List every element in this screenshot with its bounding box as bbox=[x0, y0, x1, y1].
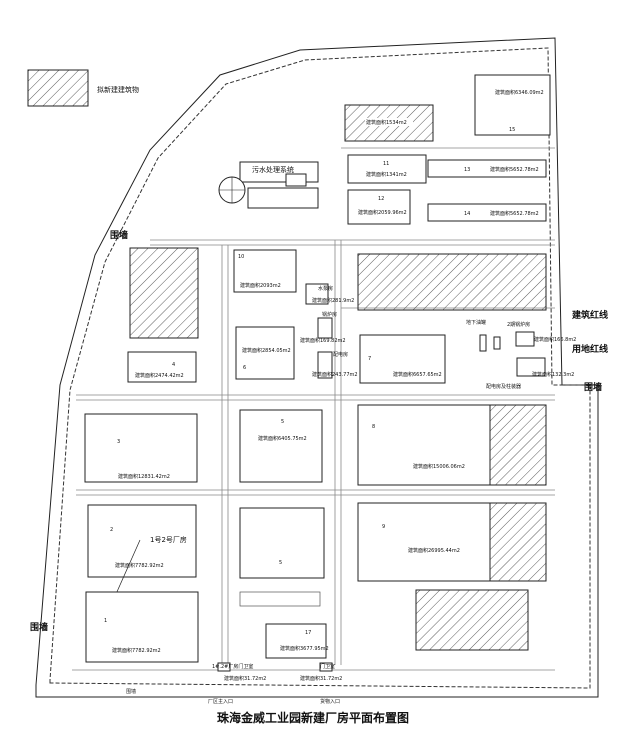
fence-label-bottom-left: 围墙 bbox=[30, 621, 48, 633]
building-12 bbox=[347, 189, 411, 225]
legend-hatch-swatch bbox=[27, 69, 89, 107]
building-10 bbox=[233, 249, 297, 293]
building-4 bbox=[127, 351, 197, 383]
building-14-no: 14 bbox=[464, 211, 470, 217]
building-2-caption: 1号2号厂房 bbox=[150, 535, 187, 544]
building-2-no: 2 bbox=[110, 527, 113, 533]
building-15-area: 建筑面积6346.09m2 bbox=[495, 89, 544, 96]
building-6-area: 建筑面积2854.05m2 bbox=[242, 347, 291, 354]
building-18-area: 建筑面积281.9m2 bbox=[312, 297, 354, 304]
building-4-area: 建筑面积2474.42m2 bbox=[135, 372, 184, 379]
distribution-room bbox=[317, 351, 333, 379]
building-5-lower-note: 5 bbox=[279, 560, 282, 566]
building-4-hatched bbox=[129, 247, 199, 339]
building-6-no: 6 bbox=[243, 365, 246, 371]
tank-2 bbox=[493, 336, 501, 350]
substation-label: 配电房及柱装器 bbox=[486, 383, 521, 390]
building-13-no: 13 bbox=[464, 167, 470, 173]
building-10-area: 建筑面积2093m2 bbox=[240, 282, 281, 289]
underground-tank bbox=[479, 334, 487, 352]
building-7-no: 7 bbox=[368, 356, 371, 362]
building-16-area: 建筑面积1534m2 bbox=[366, 119, 407, 126]
building-large-hatched bbox=[357, 253, 547, 311]
boiler-label: 锅炉房 bbox=[322, 311, 337, 318]
distribution-label: 配电房 bbox=[333, 351, 348, 358]
land-red-line bbox=[35, 37, 599, 698]
building-7 bbox=[359, 334, 446, 384]
building-5-lower bbox=[239, 507, 325, 579]
building-1-no: 1 bbox=[104, 618, 107, 624]
building-15-no: 15 bbox=[509, 127, 515, 133]
building-2 bbox=[87, 504, 197, 578]
building-13 bbox=[427, 159, 547, 178]
building-11 bbox=[347, 154, 427, 184]
building-11-area: 建筑面积1341m2 bbox=[366, 171, 407, 178]
building-12-no: 12 bbox=[378, 196, 384, 202]
underground-tank-label: 地下油罐 bbox=[466, 319, 486, 326]
fence-label-right: 围墙 bbox=[584, 381, 602, 393]
legend-label: 拟新建建筑物 bbox=[97, 85, 139, 94]
building-11-no: 11 bbox=[383, 161, 389, 167]
fence-label-left: 围墙 bbox=[110, 229, 128, 241]
gate-room-2 bbox=[319, 662, 333, 672]
plan-title: 珠海金威工业园新建厂房平面布置图 bbox=[217, 710, 409, 725]
building-9-no: 9 bbox=[382, 524, 385, 530]
gate-room-1-label: 1#.2#厂房门卫室 bbox=[212, 663, 253, 670]
building-3 bbox=[84, 413, 198, 483]
building-21-area: 建筑面积166.8m2 bbox=[534, 336, 576, 343]
building-13-area: 建筑面积5652.78m2 bbox=[490, 166, 539, 173]
building-7-area: 建筑面积6657.65m2 bbox=[393, 371, 442, 378]
building-5 bbox=[239, 409, 323, 483]
building-1 bbox=[85, 591, 199, 663]
building-8 bbox=[357, 404, 491, 486]
cargo-gate-label: 货物入口 bbox=[320, 698, 340, 705]
building-1-area: 建筑面积7782.92m2 bbox=[112, 647, 161, 654]
building-14 bbox=[427, 203, 547, 222]
building-20-area: 建筑面积243.77m2 bbox=[312, 371, 358, 378]
water-pump-label: 水泵房 bbox=[318, 285, 333, 292]
building-5-no: 5 bbox=[281, 419, 284, 425]
building-4-no: 4 bbox=[172, 362, 175, 368]
building-17 bbox=[265, 623, 327, 659]
building-12-area: 建筑面积2059.96m2 bbox=[358, 209, 407, 216]
building-5-area: 建筑面积6405.75m2 bbox=[258, 435, 307, 442]
building-15 bbox=[474, 74, 551, 136]
main-gate-label: 厂区主入口 bbox=[208, 698, 233, 705]
fence-line bbox=[49, 47, 591, 689]
fence-label-bottom: 围墙 bbox=[126, 688, 136, 695]
building-3-no: 3 bbox=[117, 439, 120, 445]
building-22-area: 建筑面积132.3m2 bbox=[532, 371, 574, 378]
building-6 bbox=[235, 326, 295, 380]
sewage-label: 污水处理系统 bbox=[252, 165, 294, 174]
building-9-annex-hatched bbox=[489, 502, 547, 582]
gate-room-1 bbox=[217, 662, 231, 672]
boiler-2-label: 2期锅炉房 bbox=[507, 321, 530, 328]
building-2-area: 建筑面积7782.92m2 bbox=[115, 562, 164, 569]
building-bottom-right-hatched bbox=[415, 589, 529, 651]
building-10-no: 10 bbox=[238, 254, 244, 260]
building-17-no: 17 bbox=[305, 630, 311, 636]
building-3-area: 建筑面积12831.42m2 bbox=[118, 473, 170, 480]
building-9 bbox=[357, 502, 491, 582]
gate-room-2-label: 门卫室 bbox=[320, 663, 335, 670]
building-8-annex-hatched bbox=[489, 404, 547, 486]
land-red-line-label: 用地红线 bbox=[571, 343, 608, 355]
building-8-area: 建筑面积15006.06m2 bbox=[413, 463, 465, 470]
building-14-area: 建筑面积5652.78m2 bbox=[490, 210, 539, 217]
canopy-structure bbox=[239, 591, 321, 607]
boiler-room bbox=[317, 317, 333, 339]
building-red-line-label: 建筑红线 bbox=[572, 309, 608, 321]
substation bbox=[516, 357, 546, 377]
water-pump-house bbox=[305, 283, 329, 305]
building-9-area: 建筑面积26995.44m2 bbox=[408, 547, 460, 554]
building-17-area: 建筑面积3677.95m2 bbox=[280, 645, 329, 652]
building-8-no: 8 bbox=[372, 424, 375, 430]
boiler-2-room bbox=[515, 331, 535, 347]
sewage-system bbox=[218, 161, 319, 209]
building-19-area: 建筑面积169.82m2 bbox=[300, 337, 346, 344]
building-23-area: 建筑面积31.72m2 bbox=[224, 675, 266, 682]
building-24-area: 建筑面积31.72m2 bbox=[300, 675, 342, 682]
